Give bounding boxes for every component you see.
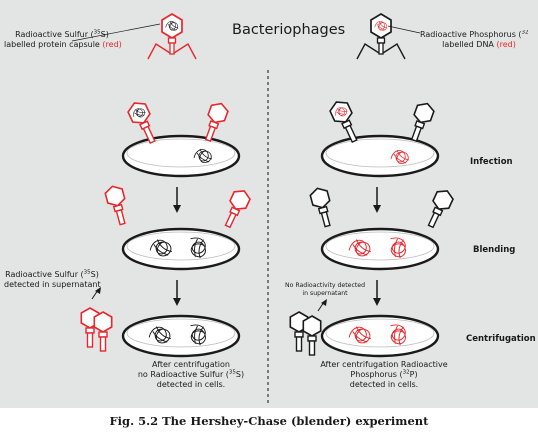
left-blended-ghost-2 — [219, 186, 253, 231]
left-infection-cell — [121, 134, 241, 178]
top-left-phage — [147, 13, 197, 60]
diagram-title: Bacteriophages — [232, 22, 346, 38]
top-right-phage — [356, 13, 406, 60]
left-blended-ghost-1 — [103, 183, 132, 228]
stage-blending: Blending — [473, 245, 516, 255]
left-blending-cell — [121, 227, 241, 271]
left-arrow-1 — [173, 187, 181, 213]
diagram-drawing — [71, 13, 456, 404]
top-right-label: Radioactive Phosphorus (32 labelled DNA … — [420, 30, 529, 49]
left-centrifugation-cell — [121, 314, 241, 358]
right-supernatant-label: No Radioactivity detected in supernatant — [284, 282, 366, 297]
left-result-label: After centrifugation no Radioactive Sulf… — [137, 360, 245, 389]
left-supernatant-arrow — [91, 287, 101, 300]
left-supernatant-ghosts — [80, 307, 113, 352]
right-result-label: After centrifugation Radioactive Phospho… — [320, 360, 448, 389]
right-supernatant-arrow — [317, 299, 327, 312]
left-supernatant-label: Radioactive Sulfur (35S) detected in sup… — [4, 269, 101, 289]
top-right-pointer — [387, 25, 421, 34]
top-left-label: Radioactive Sulfur (35S) labelled protei… — [4, 29, 122, 49]
right-blended-ghost-2 — [422, 186, 456, 231]
right-arrow-1 — [373, 187, 381, 213]
right-supernatant-ghosts — [289, 311, 322, 356]
right-blending-cell — [320, 227, 440, 271]
right-blended-ghost-1 — [308, 185, 337, 230]
stage-infection: Infection — [470, 157, 513, 167]
right-centrifugation-cell — [320, 314, 440, 358]
top-left-pointer — [71, 23, 161, 42]
figure-caption: Fig. 5.2 The Hershey-Chase (blender) exp… — [109, 414, 429, 428]
stage-centrifugation: Centrifugation — [466, 334, 536, 344]
right-infecting-phage-2 — [405, 99, 437, 145]
right-arrow-2 — [373, 280, 381, 306]
left-arrow-2 — [173, 280, 181, 306]
right-infection-cell — [320, 134, 440, 178]
